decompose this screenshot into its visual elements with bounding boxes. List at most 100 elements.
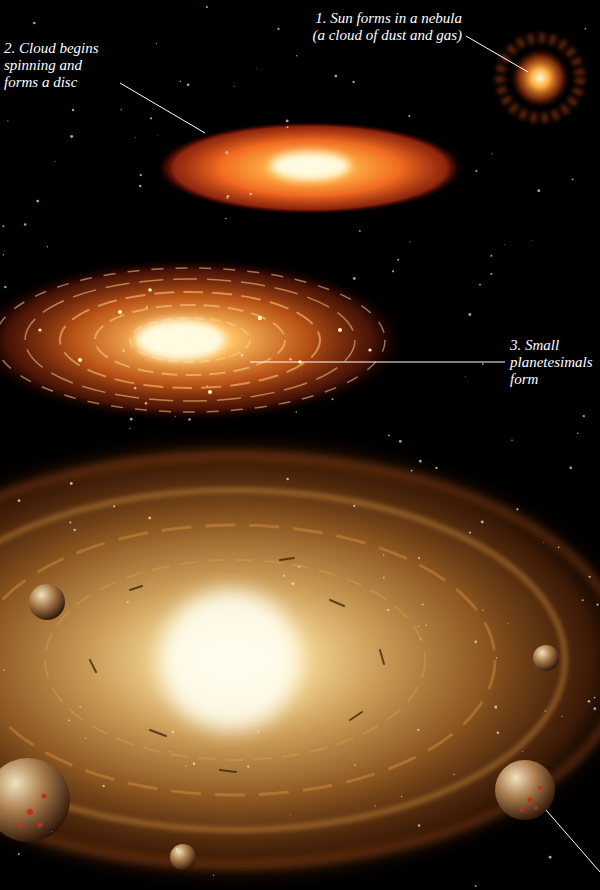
star [491, 153, 492, 154]
star [334, 75, 337, 78]
star [474, 641, 477, 644]
star [562, 716, 563, 717]
star [464, 376, 466, 378]
star [146, 306, 148, 308]
star [70, 482, 73, 485]
star [121, 109, 122, 110]
star [73, 529, 75, 531]
star [490, 273, 492, 275]
star [497, 731, 499, 733]
star [187, 83, 190, 86]
star [187, 340, 189, 342]
star [241, 395, 243, 397]
star [453, 774, 455, 776]
star [180, 81, 182, 83]
star [285, 659, 287, 661]
star [496, 657, 498, 659]
star [130, 418, 133, 421]
stage-label: 2. Cloud begins spinning and forms a dis… [4, 40, 116, 91]
star [419, 460, 422, 463]
star [425, 625, 427, 627]
star [291, 582, 294, 585]
star [148, 516, 151, 519]
star [352, 81, 354, 83]
star [225, 151, 228, 154]
star [239, 622, 240, 623]
star [122, 350, 124, 352]
star [594, 707, 597, 710]
star [596, 604, 598, 606]
star [582, 599, 584, 601]
star [516, 508, 518, 510]
protoplanetary-disc [0, 425, 600, 890]
star [594, 697, 596, 699]
nebula-cloud [500, 38, 580, 118]
planets [0, 584, 559, 870]
star [55, 161, 56, 162]
star [298, 566, 300, 568]
star [51, 830, 53, 832]
star [408, 115, 410, 117]
planetesimal-rings [0, 268, 385, 412]
star [277, 28, 279, 30]
star [286, 120, 289, 123]
star [295, 411, 297, 413]
star [79, 706, 81, 708]
star [150, 117, 152, 119]
star [537, 189, 540, 192]
star [507, 623, 508, 624]
star [289, 814, 291, 816]
star [545, 710, 546, 711]
star [166, 326, 169, 329]
star [151, 651, 152, 652]
star [286, 126, 288, 128]
star [388, 435, 390, 437]
star [213, 875, 214, 876]
star [435, 467, 437, 469]
star [475, 170, 477, 172]
star [127, 601, 129, 603]
debris-streaks [90, 558, 384, 772]
star [289, 358, 292, 361]
star [490, 255, 492, 257]
star [469, 532, 471, 534]
star [549, 856, 552, 859]
star [257, 730, 259, 732]
star [504, 244, 506, 246]
star [585, 28, 587, 30]
star [139, 185, 142, 188]
young-sun [160, 590, 300, 730]
star [157, 134, 159, 136]
star [589, 576, 591, 578]
star [543, 542, 545, 544]
star [522, 751, 523, 752]
star [33, 22, 36, 25]
star [418, 557, 420, 559]
star [69, 522, 71, 524]
star [206, 6, 208, 8]
star [190, 659, 191, 660]
star [102, 785, 104, 787]
nebula-sun [510, 48, 570, 108]
star [296, 55, 298, 57]
star [283, 575, 285, 577]
star [383, 577, 385, 579]
leader-line [466, 36, 528, 72]
cloud-disc [158, 122, 462, 214]
star [70, 135, 73, 138]
star [140, 174, 142, 176]
star [281, 650, 283, 652]
star [577, 432, 579, 434]
star [401, 796, 402, 797]
star [418, 625, 419, 626]
star [18, 499, 21, 502]
star [354, 765, 355, 766]
star [511, 439, 513, 441]
star [225, 218, 227, 220]
star [410, 241, 411, 242]
star [468, 313, 471, 316]
star [572, 178, 574, 180]
star [68, 719, 70, 721]
stage-label: 3. Small planetesimals form [510, 337, 596, 388]
